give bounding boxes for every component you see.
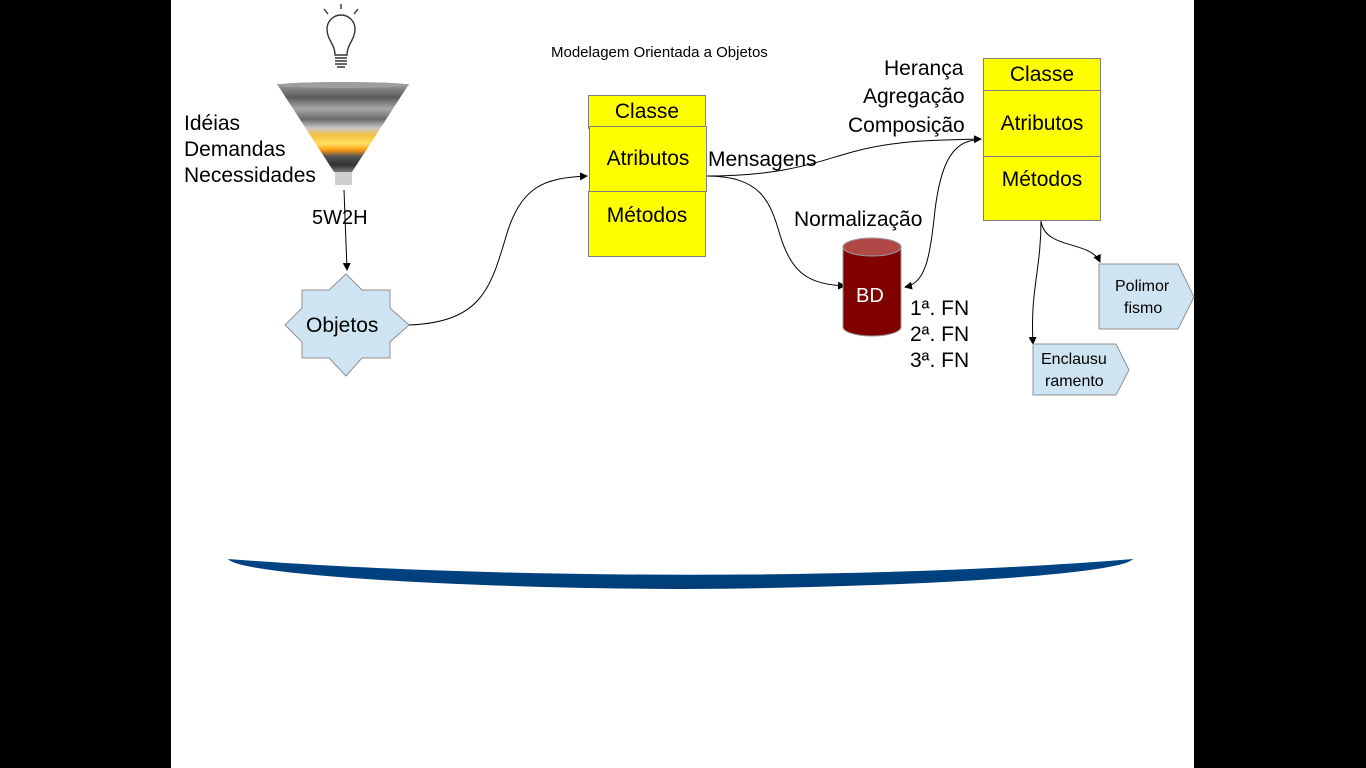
database-cylinder: [842, 237, 902, 337]
encapsulation-shape: [1032, 343, 1130, 396]
decorative-swoosh: [228, 559, 1133, 589]
class-left-attributes: Atributos: [589, 126, 707, 192]
connector-funnel-to-objects: [342, 189, 351, 271]
encapsulation-label-line2: ramento: [1045, 373, 1104, 390]
funnel-input-ideas: Idéias: [184, 112, 241, 135]
class-left-methods: Métodos: [588, 191, 706, 257]
connector-class-to-db: [705, 175, 846, 290]
polymorphism-label-line2: fismo: [1124, 300, 1163, 317]
polymorphism-shape: [1098, 263, 1195, 330]
funnel-icon: [277, 82, 409, 185]
normal-form-1: 1ª. FN: [910, 297, 970, 320]
relationship-aggregation: Agregação: [863, 85, 965, 108]
normal-form-2: 2ª. FN: [910, 323, 970, 346]
encapsulation-label-line1: Enclausu: [1041, 351, 1107, 368]
diagram-title: Modelagem Orientada a Objetos: [551, 44, 768, 61]
class-right-methods: Métodos: [983, 156, 1101, 221]
method-label: 5W2H: [312, 207, 368, 229]
class-right-name: Classe: [983, 58, 1101, 91]
normalization-label: Normalização: [794, 208, 923, 231]
funnel-input-demands: Demandas: [184, 138, 286, 161]
relationship-inheritance: Herança: [884, 57, 964, 80]
objects-star-shape: [284, 273, 410, 377]
connector-to-encapsulation: [1028, 220, 1042, 345]
connector-objects-to-class: [408, 172, 588, 326]
funnel-input-needs: Necessidades: [184, 164, 316, 187]
connector-messages: [705, 135, 982, 177]
relationship-composition: Composição: [848, 114, 965, 137]
normal-form-3: 3ª. FN: [910, 349, 970, 372]
database-label: BD: [856, 285, 884, 307]
messages-label: Mensagens: [708, 148, 817, 171]
lightbulb-icon: [323, 4, 359, 68]
class-left-name: Classe: [588, 95, 706, 129]
connector-class-right-to-db: [904, 139, 979, 290]
connector-to-polymorphism: [1040, 220, 1101, 263]
class-right-attributes: Atributos: [983, 90, 1101, 157]
objects-label: Objetos: [306, 314, 379, 337]
polymorphism-label-line1: Polimor: [1115, 278, 1170, 295]
